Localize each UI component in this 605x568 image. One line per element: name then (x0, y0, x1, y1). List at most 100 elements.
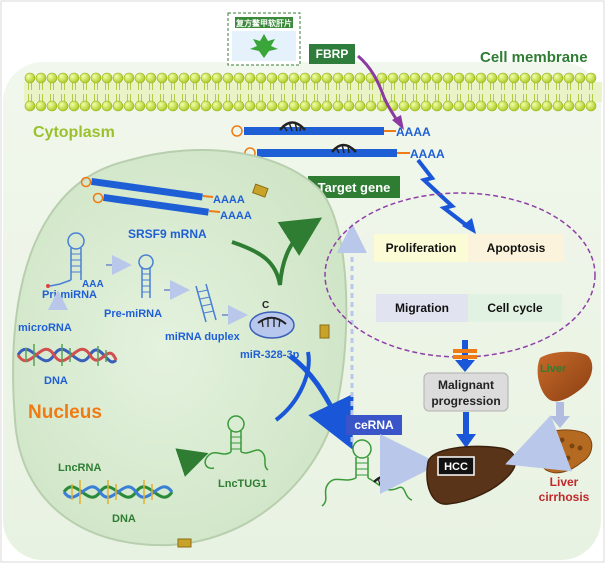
lnctug1-hairpin (204, 415, 269, 471)
lipid-head (167, 100, 179, 112)
lipid-head (288, 100, 300, 112)
mirna-duplex (195, 283, 217, 323)
lipid-tail (237, 94, 241, 101)
pre-mirna-label: Pre-miRNA (104, 308, 162, 320)
lipid-head (398, 100, 410, 112)
lipid-head (211, 100, 223, 112)
lipid-head (244, 100, 256, 112)
lipid-head (178, 100, 190, 112)
srsf9-mrna-label: SRSF9 mRNA (128, 227, 207, 241)
lipid-head (552, 100, 564, 112)
lipid-head (431, 100, 443, 112)
lipid-head (497, 72, 509, 84)
lipid-tail (226, 94, 230, 101)
lipid-tail (534, 94, 538, 101)
lipid-tail (523, 83, 527, 90)
lipid-head (222, 100, 234, 112)
target-gene-label: Target gene (318, 180, 391, 195)
lipid-tail (171, 83, 175, 90)
lipid-head (299, 100, 311, 112)
cell-membrane (24, 72, 602, 112)
lipid-head (222, 72, 234, 84)
lipid-head (123, 100, 135, 112)
lipid-tail (303, 83, 307, 90)
lipid-tail (259, 94, 263, 101)
lipid-tail (204, 83, 208, 90)
nuclear-pore (319, 324, 330, 339)
hcc-box (437, 456, 475, 476)
arrow-to-target-gene (231, 217, 323, 286)
lipid-tail (193, 94, 197, 101)
cerna-box (346, 415, 402, 435)
lipid-head (156, 100, 168, 112)
poly-a-label: AAAA (220, 210, 252, 222)
c-mark: C (262, 300, 269, 311)
lipid-head (519, 72, 531, 84)
lipid-tail (72, 83, 76, 90)
nuclear-pore (252, 183, 269, 198)
lipid-head (585, 72, 597, 84)
lipid-head (123, 72, 135, 84)
lipid-head (277, 72, 289, 84)
lipid-tail (127, 94, 131, 101)
lipid-head (563, 72, 575, 84)
lipid-head (464, 100, 476, 112)
liver-icon (537, 351, 593, 402)
lipid-tail (347, 83, 351, 90)
nuclear-pore (177, 538, 192, 548)
lipid-head (541, 72, 553, 84)
lipid-tail (424, 83, 428, 90)
lipid-head (475, 100, 487, 112)
lipid-head (354, 100, 366, 112)
lipid-head (233, 72, 245, 84)
lipid-head (101, 100, 113, 112)
inhibition-zigzag (416, 158, 472, 230)
lipid-head (134, 100, 146, 112)
lipid-tail (512, 94, 516, 101)
lipid-head (200, 100, 212, 112)
srsf9-mrna-1: AAAA (80, 176, 245, 206)
lipid-head (519, 100, 531, 112)
lipid-tail (182, 83, 186, 90)
fbrp-arrowhead (392, 115, 404, 130)
lipid-head (409, 72, 421, 84)
fbrp-label: FBRP (316, 47, 349, 61)
cell-cycle-label: Cell cycle (487, 301, 543, 315)
apoptosis-box (468, 234, 564, 262)
fbrp-arrow (357, 54, 400, 123)
lipid-tail (281, 83, 285, 90)
lipid-tail (248, 83, 252, 90)
lipid-head (90, 72, 102, 84)
lipid-tail (127, 83, 131, 90)
lipid-head (211, 72, 223, 84)
microrna-label: microRNA (18, 322, 72, 334)
lipid-head (288, 72, 300, 84)
lipid-head (453, 100, 465, 112)
lipid-head (475, 72, 487, 84)
lipid-tail (94, 83, 98, 90)
lipid-tail (358, 94, 362, 101)
lipid-tail (28, 83, 32, 90)
lipid-tail (567, 94, 571, 101)
lipid-head (79, 100, 91, 112)
lipid-tail (182, 94, 186, 101)
cytoplasm-mrna-1: AAAA (231, 125, 431, 139)
lipid-tail (160, 94, 164, 101)
lipid-head (79, 72, 91, 84)
arrow-lnc-curve (274, 351, 311, 422)
lipid-tail (61, 83, 65, 90)
lipid-tail (457, 94, 461, 101)
srsf9-mrna-2: AAAA (92, 192, 252, 222)
lipid-tail (204, 94, 208, 101)
lipid-tail (545, 83, 549, 90)
proliferation-box (374, 234, 468, 262)
lnctug1-label: LncTUG1 (218, 478, 267, 490)
lipid-tail (105, 83, 109, 90)
lipid-head (167, 72, 179, 84)
lipid-tail (468, 94, 472, 101)
lipid-head (46, 100, 58, 112)
cell-cycle-box (468, 294, 562, 322)
arrow-to-cerna (288, 353, 354, 450)
